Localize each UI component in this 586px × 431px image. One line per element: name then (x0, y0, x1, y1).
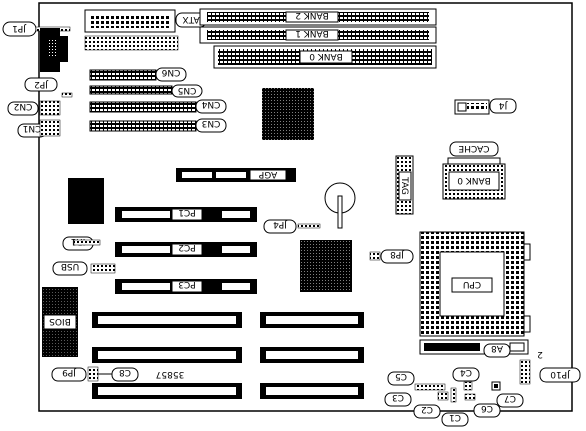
svg-text:CACHE: CACHE (458, 143, 489, 153)
chipset-southbridge (300, 240, 352, 292)
svg-text:C2: C2 (421, 404, 433, 414)
svg-text:C8: C8 (119, 367, 131, 377)
cn5-connector: CN5 (89, 84, 203, 98)
jp9-jumper: JP9 (51, 366, 99, 382)
cn3-connector: CN3 (89, 118, 227, 133)
tag-socket: TAG (395, 155, 414, 215)
cpu-socket: CPU (419, 231, 531, 355)
cache-module: CACHE BANK 0 (442, 141, 506, 200)
isa-slot-right-2 (260, 347, 364, 363)
svg-text:JP1: JP1 (12, 23, 27, 33)
svg-text:C5: C5 (395, 371, 407, 381)
svg-text:CN5: CN5 (178, 85, 197, 95)
jp2-jumper: JP2 (24, 77, 73, 98)
bios-chip: BIOS (42, 287, 78, 357)
agp-slot: AGP (176, 168, 296, 182)
isa-slot-right-1 (260, 312, 364, 328)
dimm-bank-2: BANK 2 (199, 8, 437, 26)
c4-label: C4 (452, 367, 480, 382)
pci-slot-1: PC1 (115, 207, 257, 222)
svg-text:CN4: CN4 (201, 99, 220, 109)
cn4-connector: CN4 (89, 99, 227, 114)
svg-text:CPU: CPU (463, 279, 481, 289)
c5-label: C5 (387, 371, 415, 386)
part-number: 35857 (156, 369, 185, 379)
jp8-jumper: JP8 (369, 249, 414, 264)
jp10-jumper: 2 JP10 (519, 349, 581, 385)
svg-text:JP10: JP10 (550, 369, 571, 379)
svg-text:A8: A8 (491, 343, 503, 353)
svg-text:CN2: CN2 (14, 101, 33, 111)
cn1-connector: CN1 (17, 119, 61, 138)
svg-text:BANK 1: BANK 1 (295, 28, 329, 38)
pci-slot-2: PC2 (115, 242, 257, 257)
usb-connector: USB (52, 261, 116, 276)
svg-text:AGP: AGP (258, 169, 277, 179)
cmos-battery (324, 182, 356, 229)
svg-text:CN1: CN1 (23, 123, 42, 133)
svg-text:C1: C1 (449, 412, 461, 422)
c2-label: C2 (413, 404, 441, 419)
isa-slot-right-3 (260, 383, 364, 399)
svg-text:PC3: PC3 (178, 279, 195, 289)
svg-text:TAG: TAG (399, 176, 409, 195)
cn2-connector: CN2 (7, 100, 61, 116)
rear-port-block (40, 28, 68, 72)
svg-text:CN6: CN6 (161, 67, 180, 77)
svg-text:BIOS: BIOS (49, 316, 71, 326)
isa-slot-left-2 (92, 347, 242, 363)
chipset-northbridge (262, 88, 314, 140)
svg-text:JP9: JP9 (62, 367, 77, 377)
pci-slot-3: PC3 (115, 279, 257, 294)
header-cluster (414, 381, 501, 403)
c7-label: C7 (496, 393, 524, 408)
ir1-connector: IR1 (62, 236, 101, 251)
svg-text:J4: J4 (499, 100, 509, 110)
svg-text:ATX: ATX (182, 14, 199, 24)
dimm-bank-1: BANK 1 (199, 26, 437, 44)
c1-label: C1 (441, 412, 469, 427)
jp4-jumper: JP4 (263, 219, 321, 234)
svg-text:PC1: PC1 (178, 207, 195, 217)
c8-label: C8 (98, 367, 139, 382)
svg-text:C4: C4 (460, 367, 472, 377)
dimm-bank-0: BANK 0 (213, 45, 437, 69)
a8-label: A8 (483, 343, 511, 358)
svg-text:2: 2 (537, 349, 543, 359)
svg-text:C7: C7 (504, 393, 516, 403)
c6-label: C6 (473, 403, 501, 418)
cn6-connector: CN6 (89, 67, 187, 82)
svg-text:JP8: JP8 (390, 249, 405, 259)
svg-text:C6: C6 (481, 403, 493, 413)
isa-slot-left-1 (92, 312, 242, 328)
io-chip (68, 178, 104, 224)
svg-text:JP2: JP2 (34, 79, 49, 89)
svg-text:BANK 0: BANK 0 (309, 51, 343, 61)
j4-connector: J4 (454, 98, 517, 115)
svg-text:JP4: JP4 (273, 219, 288, 229)
svg-text:C3: C3 (392, 392, 404, 402)
svg-text:BANK 0: BANK 0 (457, 175, 491, 185)
c3-label: C3 (384, 392, 412, 407)
isa-slot-left-3 (92, 383, 242, 399)
atx-power-connector: ATX (84, 9, 207, 51)
svg-text:CN3: CN3 (202, 118, 221, 128)
svg-text:PC2: PC2 (178, 242, 195, 252)
svg-text:USB: USB (61, 261, 79, 271)
svg-text:BANK 2: BANK 2 (295, 10, 329, 20)
